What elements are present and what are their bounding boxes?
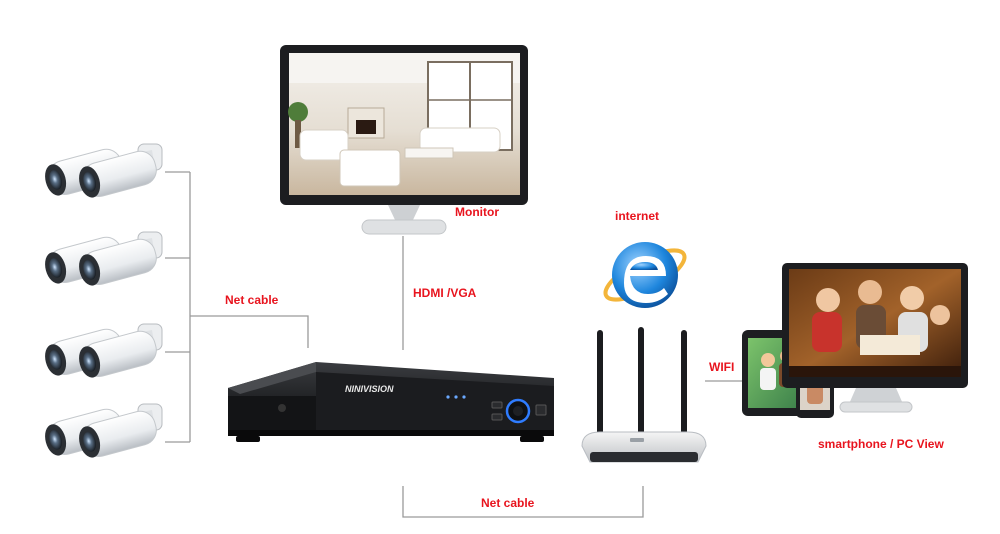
nvr-icon: NINIVISION [228,362,554,442]
view-label: smartphone / PC View [818,437,944,451]
internet-explorer-icon [603,242,687,308]
net-cable-to-nvr [190,315,309,348]
hdmi-vga-label: HDMI /VGA [413,286,477,300]
camera-icon [45,143,163,198]
nvr-brand: NINIVISION [345,384,394,394]
camera-icon [45,403,163,458]
wifi-label: WIFI [709,360,735,374]
pc-monitor-icon [782,263,968,413]
monitor-label: Monitor [455,205,499,219]
router-icon [581,327,707,463]
net-cable-bottom-label: Net cable [481,496,535,510]
camera-icon [45,231,163,286]
net-cable-bottom [402,486,644,518]
monitor-icon [280,45,528,235]
camera-icon [45,323,163,378]
net-cable-left-label: Net cable [225,293,279,307]
connection-lines [165,171,742,518]
cameras [45,143,163,458]
internet-label: internet [615,209,660,223]
